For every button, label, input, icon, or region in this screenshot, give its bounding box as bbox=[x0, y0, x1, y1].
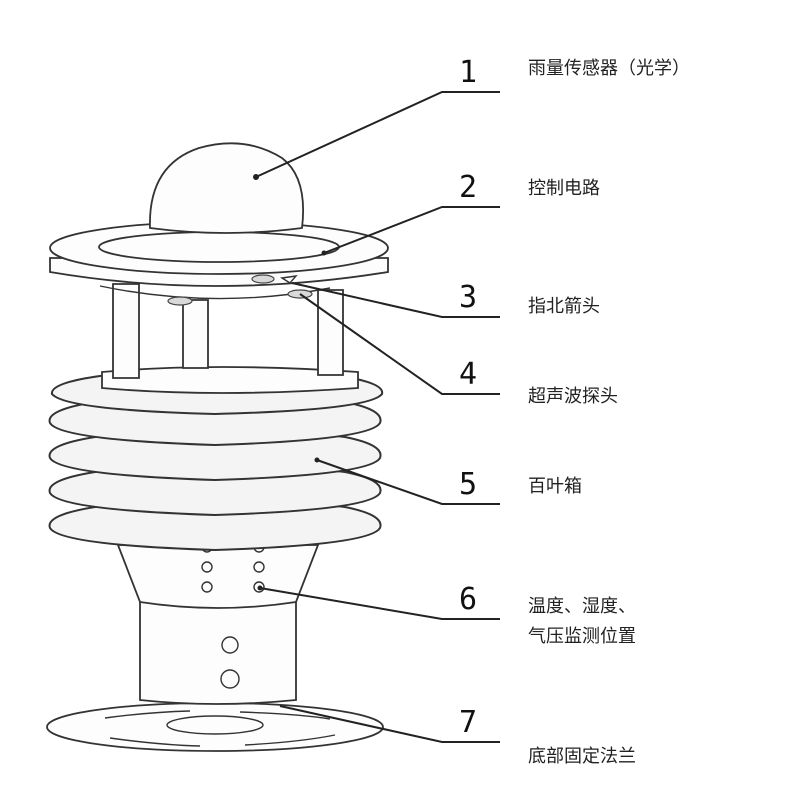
callout-label-louver-box: 百叶箱 bbox=[528, 476, 582, 497]
callout-number-2: 2 bbox=[459, 170, 477, 205]
callout-number-3: 3 bbox=[459, 280, 477, 315]
callout-label-control-circuit: 控制电路 bbox=[528, 178, 600, 199]
leader-lines bbox=[255, 91, 500, 743]
callout-label-ultrasonic-probe: 超声波探头 bbox=[528, 386, 618, 407]
callout-label-thp-position-line1: 温度、湿度、 bbox=[528, 596, 636, 617]
callout-label-north-arrow: 指北箭头 bbox=[528, 296, 600, 317]
callout-number-7: 7 bbox=[459, 705, 477, 740]
callout-numbers: 1 2 3 4 5 6 7 bbox=[459, 55, 477, 740]
support-posts bbox=[112, 283, 344, 379]
callout-label-rain-sensor: 雨量传感器（光学） bbox=[528, 58, 690, 79]
callout-label-thp-position-line2: 气压监测位置 bbox=[528, 626, 636, 647]
callout-labels: 雨量传感器（光学） 控制电路 指北箭头 超声波探头 百叶箱 温度、湿度、 气压监… bbox=[528, 58, 690, 767]
callout-number-5: 5 bbox=[459, 467, 477, 502]
sensor-illustration bbox=[46, 142, 389, 752]
column bbox=[116, 541, 320, 705]
callout-number-4: 4 bbox=[459, 357, 477, 392]
callout-label-base-flange: 底部固定法兰 bbox=[528, 746, 636, 767]
callout-number-1: 1 bbox=[459, 55, 477, 90]
callout-number-6: 6 bbox=[459, 582, 477, 617]
louver-shield bbox=[48, 366, 384, 552]
base-flange bbox=[46, 702, 384, 752]
top-housing bbox=[49, 221, 389, 306]
